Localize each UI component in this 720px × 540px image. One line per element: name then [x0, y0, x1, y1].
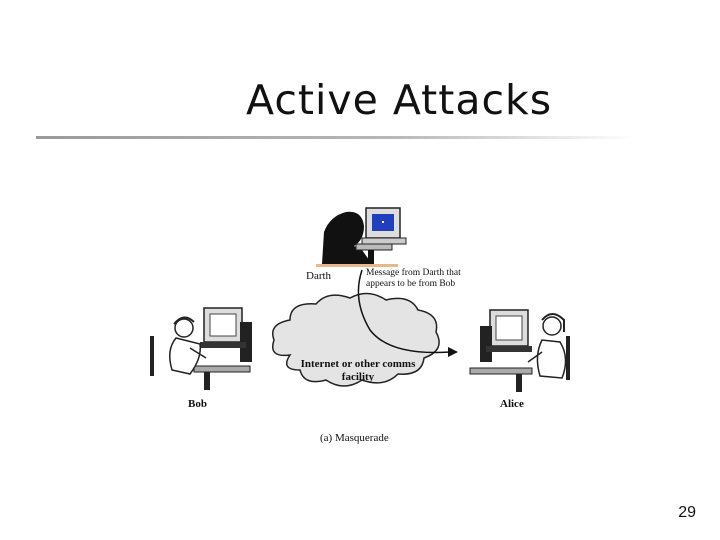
masquerade-diagram: Darth Message from Darth that appears to…: [140, 180, 580, 450]
alice-label: Alice: [500, 398, 524, 410]
darth-figure: [316, 207, 407, 267]
bob-label: Bob: [188, 398, 207, 410]
bob-figure: [150, 307, 252, 390]
title-underline: [36, 136, 636, 139]
masquerade-arrow: [357, 269, 458, 357]
slide-title: Active Attacks: [246, 76, 553, 124]
cloud-label: Internet or other comms facility: [300, 358, 416, 383]
darth-label: Darth: [306, 270, 332, 282]
message-label: Message from Darth that appears to be fr…: [366, 268, 461, 289]
figure-caption: (a) Masquerade: [320, 432, 389, 444]
page-number: 29: [678, 504, 696, 521]
internet-cloud: [272, 292, 440, 387]
alice-figure: [469, 309, 570, 392]
